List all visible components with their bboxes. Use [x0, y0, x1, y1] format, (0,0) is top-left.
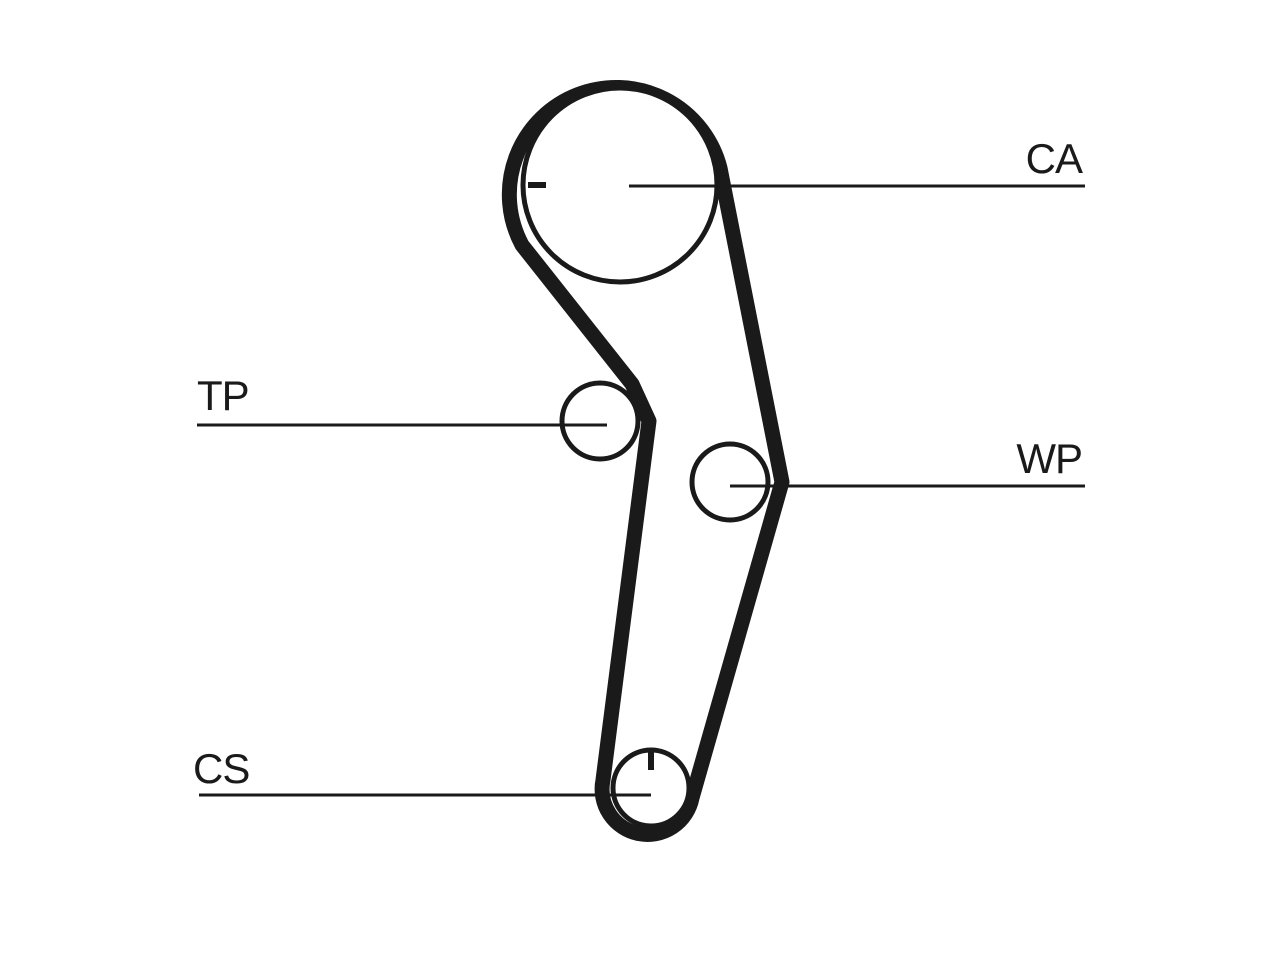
tensioner-pulley — [559, 380, 641, 462]
tp-label: TP — [197, 372, 249, 419]
crankshaft-sprocket-outline — [610, 747, 692, 829]
ca-label: CA — [1026, 135, 1083, 182]
wp-label: WP — [1016, 435, 1082, 482]
crankshaft-sprocket — [610, 747, 692, 829]
cs-label: CS — [193, 745, 249, 792]
water-pump-pulley — [689, 441, 771, 523]
